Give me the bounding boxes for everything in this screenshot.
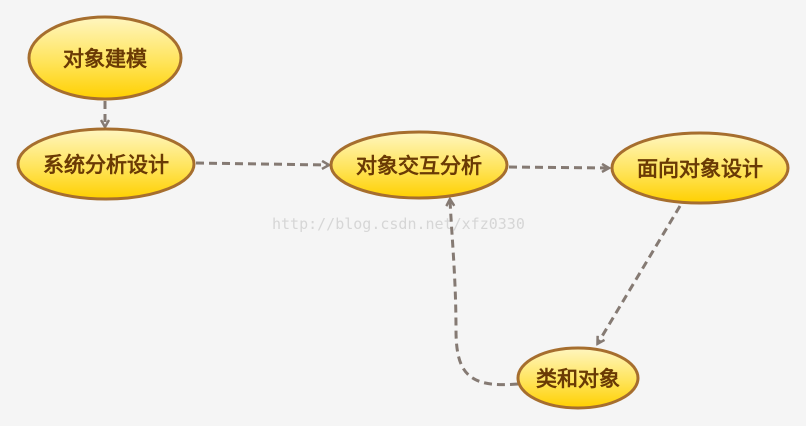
node-label: 对象建模 <box>63 47 148 71</box>
node-object-modeling: 对象建模 <box>27 15 183 101</box>
node-label: 系统分析设计 <box>43 153 169 177</box>
edge-analysis-to-interaction <box>195 163 328 165</box>
edge-interaction-to-design <box>508 167 608 168</box>
node-label: 对象交互分析 <box>356 154 482 178</box>
watermark: http://blog.csdn.net/xfz0330 <box>272 215 525 233</box>
node-system-analysis-design: 系统分析设计 <box>16 127 196 201</box>
node-classes-and-objects: 类和对象 <box>516 346 640 410</box>
node-label: 面向对象设计 <box>637 157 763 181</box>
node-object-oriented-design: 面向对象设计 <box>610 131 790 205</box>
edge-design-to-classes <box>598 205 682 343</box>
node-object-interaction-analysis: 对象交互分析 <box>329 130 509 200</box>
node-label: 类和对象 <box>536 367 620 391</box>
